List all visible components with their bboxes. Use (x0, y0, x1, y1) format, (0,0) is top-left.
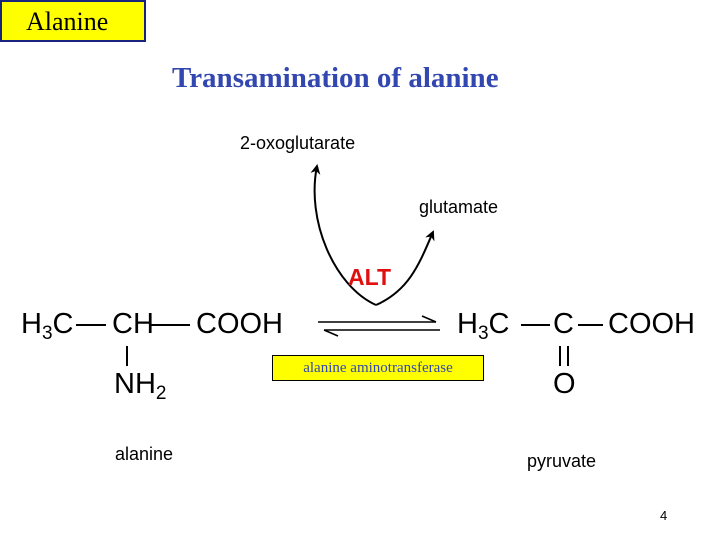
glutamate-curve-arrow (375, 230, 435, 306)
slide-title: Transamination of alanine (172, 62, 499, 94)
pyruvate-name: pyruvate (527, 451, 597, 471)
pyruvate-c: C (553, 308, 574, 340)
oxoglutarate-curve-arrow (310, 164, 377, 306)
pyruvate-h3c: H3C (457, 308, 510, 344)
alanine-ch: CH (112, 308, 154, 340)
equilibrium-arrow (318, 315, 440, 337)
enzyme-label: alanine aminotransferase (272, 355, 484, 381)
pyruvate-o: O (553, 368, 576, 400)
slide-tag: Alanine (0, 0, 146, 42)
page-number: 4 (660, 508, 668, 523)
alanine-h3c: H3C (21, 308, 74, 344)
alanine-nh2: NH2 (114, 368, 167, 404)
alanine-name: alanine (115, 444, 174, 464)
alt-label: ALT (348, 264, 392, 290)
alanine-cooh: COOH (196, 308, 283, 340)
glutamate-label: glutamate (419, 197, 499, 217)
pyruvate-cooh: COOH (608, 308, 695, 340)
oxoglutarate-label: 2-oxoglutarate (240, 133, 356, 153)
